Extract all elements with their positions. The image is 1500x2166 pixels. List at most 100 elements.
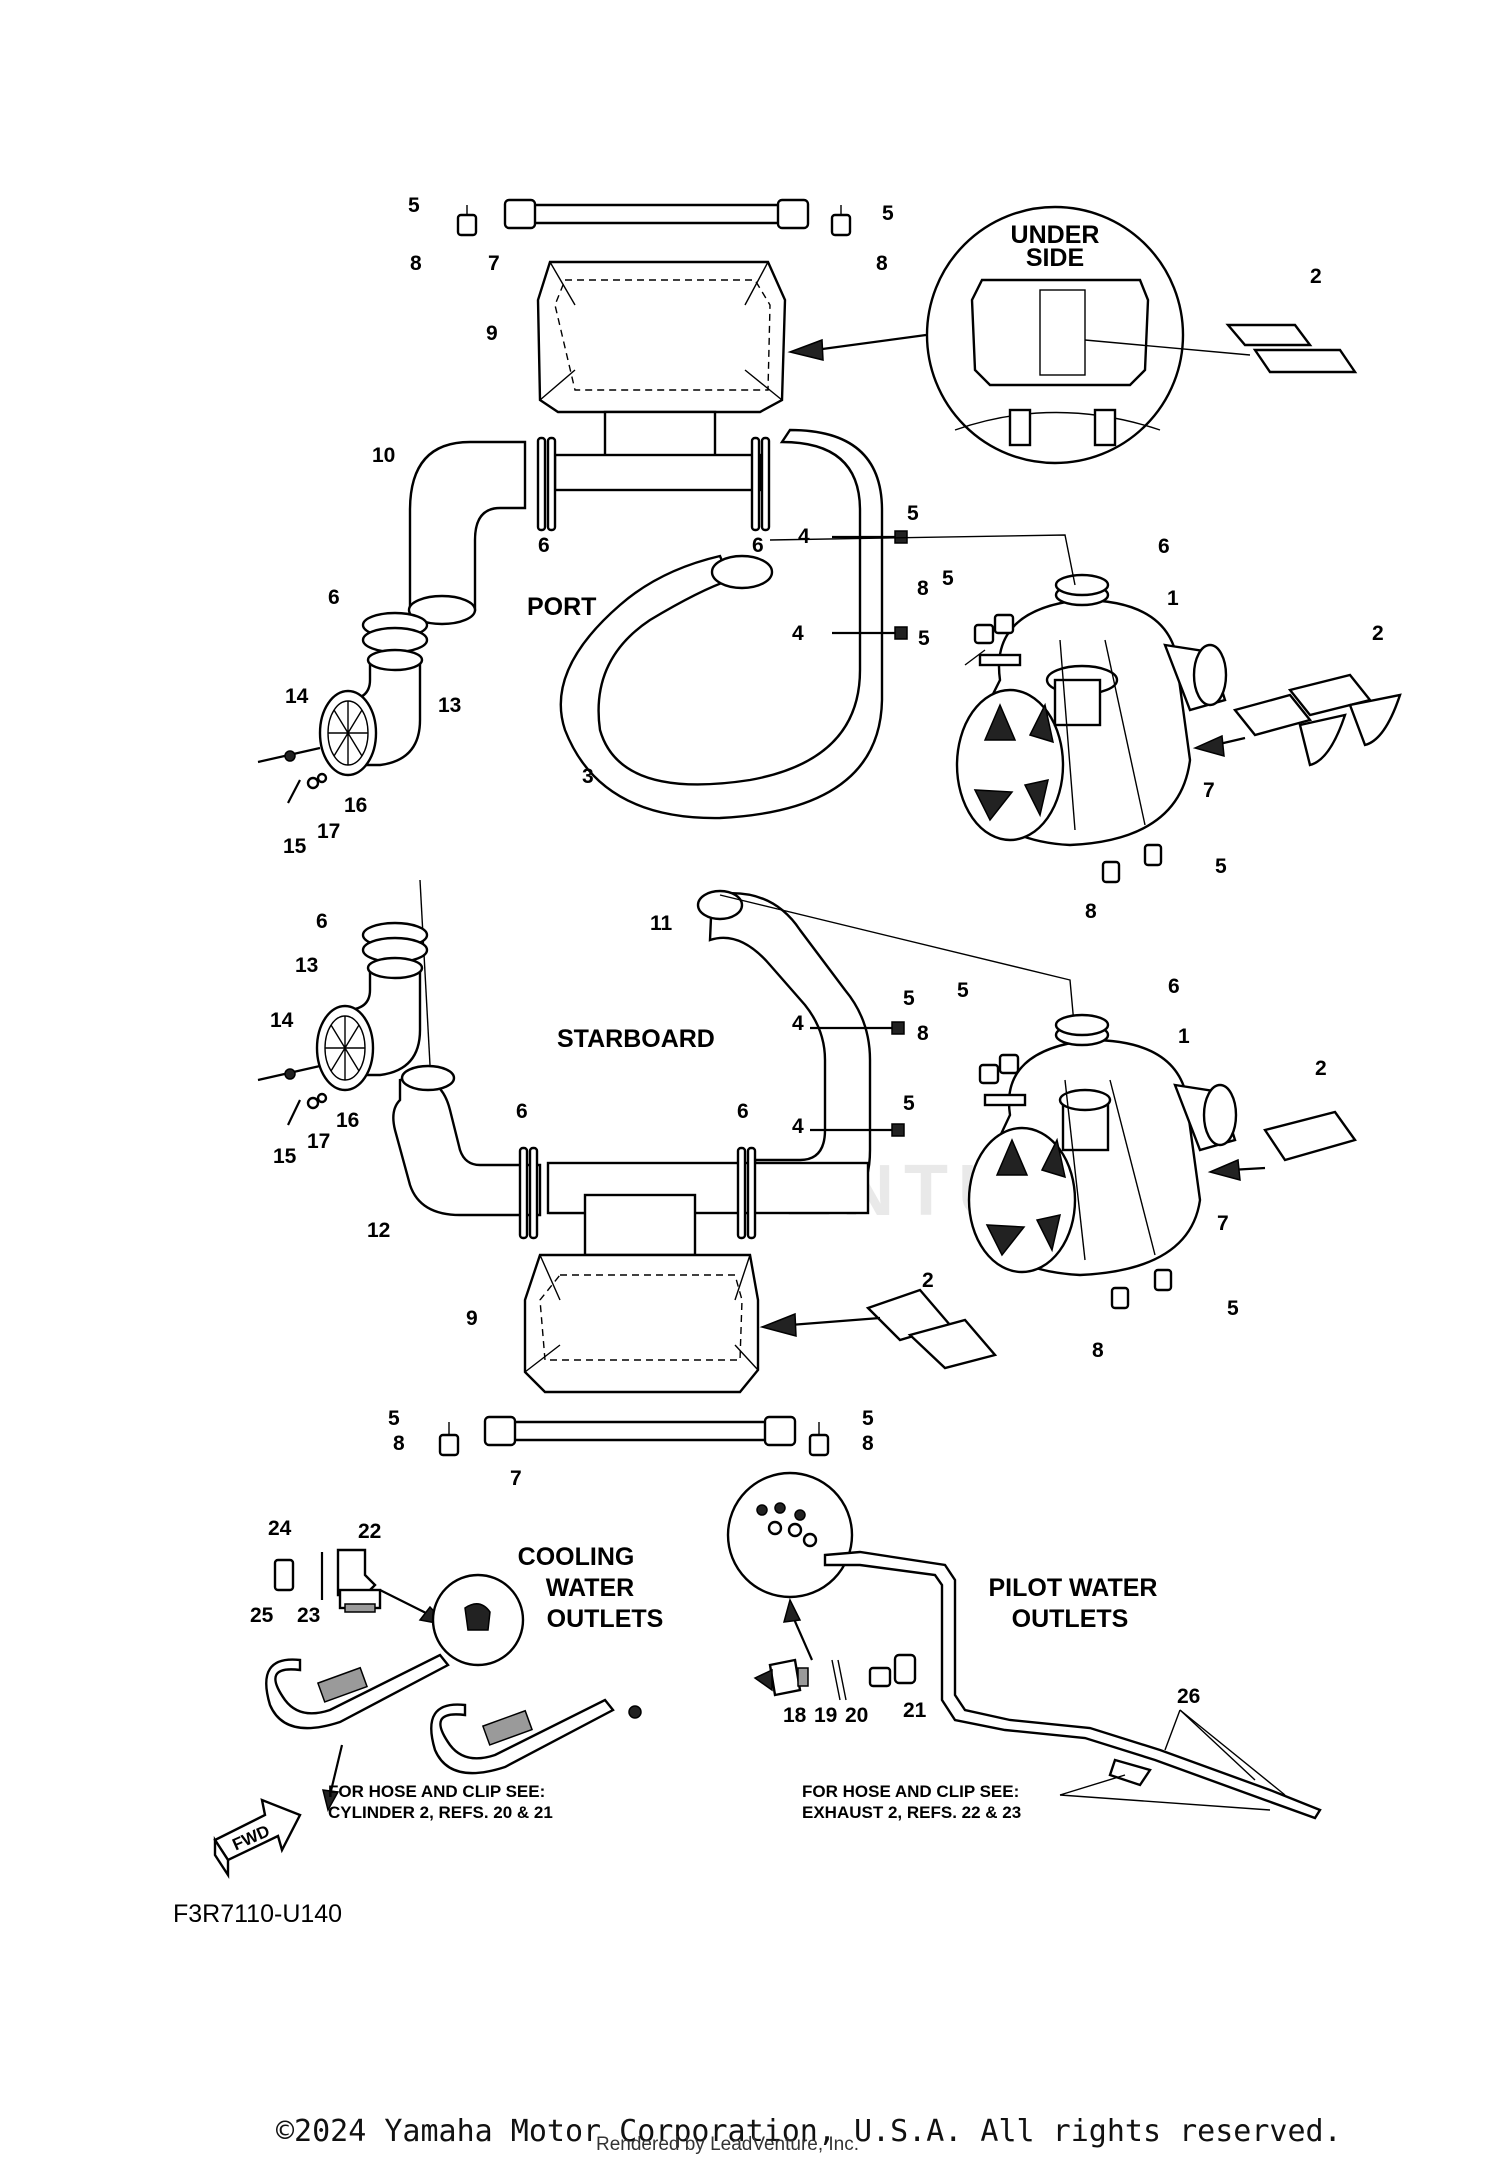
callout-number: 20 bbox=[845, 1704, 868, 1727]
callout-number: 17 bbox=[317, 820, 340, 843]
side-label: SIDE bbox=[1026, 244, 1084, 272]
callout-number: 6 bbox=[538, 534, 550, 557]
callout-number: 5 bbox=[903, 1092, 915, 1115]
arrow-underside bbox=[787, 333, 927, 361]
cooling-label-2: WATER bbox=[546, 1574, 634, 1602]
callout-number: 9 bbox=[466, 1307, 478, 1330]
connectors-port bbox=[964, 613, 1022, 667]
callout-number: 17 bbox=[307, 1130, 330, 1153]
callout-number: 5 bbox=[408, 194, 420, 217]
callout-number: 6 bbox=[516, 1100, 528, 1123]
callout-number: 19 bbox=[814, 1704, 837, 1727]
callout-number: 8 bbox=[393, 1432, 405, 1455]
note-cylinder-2: CYLINDER 2, REFS. 20 & 21 bbox=[328, 1803, 553, 1822]
pilot-label-2: OUTLETS bbox=[1012, 1605, 1129, 1633]
hose-10 bbox=[407, 440, 527, 626]
callout-number: 13 bbox=[295, 954, 318, 977]
callout-number: 12 bbox=[367, 1219, 390, 1242]
clip-bottom-right bbox=[808, 1422, 830, 1457]
callouts-port: 5 8 7 5 8 9 2 10 6 6 4 5 4 5 6 5 8 1 2 7… bbox=[283, 194, 1384, 923]
callout-number: 5 bbox=[942, 567, 954, 590]
cooling-label-1: COOLING bbox=[518, 1543, 635, 1571]
screws-port bbox=[257, 746, 328, 804]
callouts-outlets: 24 22 25 23 18 19 20 21 26 bbox=[250, 1517, 1200, 1727]
clamp-port-left bbox=[361, 611, 429, 654]
copyright-text: ©2024 Yamaha Motor Corporation, U.S.A. A… bbox=[276, 2114, 1342, 2149]
pads-2-top bbox=[1225, 323, 1358, 374]
clip-top-left bbox=[456, 205, 478, 237]
callout-number: 21 bbox=[903, 1699, 927, 1722]
starboard-label: STARBOARD bbox=[557, 1025, 715, 1053]
callout-number: 8 bbox=[862, 1432, 874, 1455]
rendered-by-text: Rendered by LeadVenture, Inc. bbox=[596, 2134, 860, 2155]
pad-2-starboard bbox=[1207, 1110, 1357, 1182]
vent-14-starboard bbox=[315, 1004, 375, 1092]
callout-number: 7 bbox=[1217, 1212, 1229, 1235]
callout-number: 13 bbox=[438, 694, 461, 717]
callout-number: 8 bbox=[917, 577, 929, 600]
callout-number: 4 bbox=[792, 622, 804, 645]
callout-number: 5 bbox=[907, 502, 919, 525]
under-label: UNDER bbox=[1011, 221, 1100, 249]
callout-number: 18 bbox=[783, 1704, 807, 1727]
callout-number: 2 bbox=[1372, 622, 1384, 645]
note-cylinder-1: FOR HOSE AND CLIP SEE: bbox=[328, 1782, 545, 1801]
note-exhaust-1: FOR HOSE AND CLIP SEE: bbox=[802, 1782, 1019, 1801]
callout-number: 15 bbox=[283, 835, 307, 858]
callout-number: 7 bbox=[1203, 779, 1215, 802]
callout-number: 24 bbox=[268, 1517, 292, 1540]
clamp-pair-starboard-right bbox=[736, 1146, 757, 1240]
clips-port-filter bbox=[1101, 843, 1163, 884]
vent-14-port bbox=[318, 689, 378, 777]
callout-number: 6 bbox=[316, 910, 328, 933]
callout-number: 4 bbox=[792, 1115, 804, 1138]
callout-number: 16 bbox=[344, 794, 367, 817]
callout-number: 2 bbox=[1310, 265, 1322, 288]
clamp-starboard-left bbox=[361, 921, 429, 964]
straps-4-port bbox=[832, 530, 908, 640]
leader-port bbox=[769, 534, 1076, 586]
callout-number: 14 bbox=[270, 1009, 294, 1032]
callout-number: 2 bbox=[922, 1269, 934, 1292]
callout-number: 2 bbox=[1315, 1057, 1327, 1080]
fwd-arrow: FWD bbox=[213, 1798, 302, 1880]
pads-2-bottom bbox=[759, 1288, 998, 1370]
note-exhaust-2: EXHAUST 2, REFS. 22 & 23 bbox=[802, 1803, 1021, 1822]
callout-number: 3 bbox=[582, 765, 594, 788]
callout-number: 6 bbox=[737, 1100, 749, 1123]
callouts-starboard: 6 13 14 16 17 15 11 4 5 4 5 6 6 12 5 8 6… bbox=[270, 910, 1327, 1490]
underside-detail bbox=[925, 205, 1251, 465]
callout-number: 14 bbox=[285, 685, 309, 708]
straps-4-starboard bbox=[810, 1021, 905, 1137]
callout-number: 4 bbox=[792, 1012, 804, 1035]
callout-number: 25 bbox=[250, 1604, 274, 1627]
filter-1-port bbox=[955, 573, 1228, 847]
pilot-detail bbox=[726, 1471, 854, 1661]
cooling-label-3: OUTLETS bbox=[547, 1605, 664, 1633]
cooling-hoses bbox=[265, 1653, 642, 1813]
callout-number: 8 bbox=[410, 252, 422, 275]
callout-number: 6 bbox=[752, 534, 764, 557]
callout-number: 6 bbox=[328, 586, 340, 609]
clip-bottom-left bbox=[438, 1422, 460, 1457]
pilot-label-1: PILOT WATER bbox=[989, 1574, 1158, 1602]
airbox-bottom bbox=[523, 1193, 760, 1394]
clamp-pair-left bbox=[536, 436, 557, 532]
callout-number: 5 bbox=[388, 1407, 400, 1430]
callout-number: 8 bbox=[1085, 900, 1097, 923]
cooling-outlet-parts bbox=[273, 1548, 450, 1627]
callout-number: 5 bbox=[882, 202, 894, 225]
arrow-port-pads bbox=[1192, 734, 1246, 758]
clip-top-right bbox=[830, 205, 852, 237]
hose-3 bbox=[559, 428, 884, 820]
callout-number: 5 bbox=[918, 627, 930, 650]
callout-number: 9 bbox=[486, 322, 498, 345]
callout-number: 5 bbox=[862, 1407, 874, 1430]
clamp-pair-right bbox=[750, 436, 771, 532]
pilot-outlet-parts bbox=[753, 1653, 917, 1701]
callout-number: 8 bbox=[1092, 1339, 1104, 1362]
callout-number: 22 bbox=[358, 1520, 381, 1543]
callout-number: 1 bbox=[1178, 1025, 1190, 1048]
strap-bottom bbox=[483, 1415, 797, 1447]
